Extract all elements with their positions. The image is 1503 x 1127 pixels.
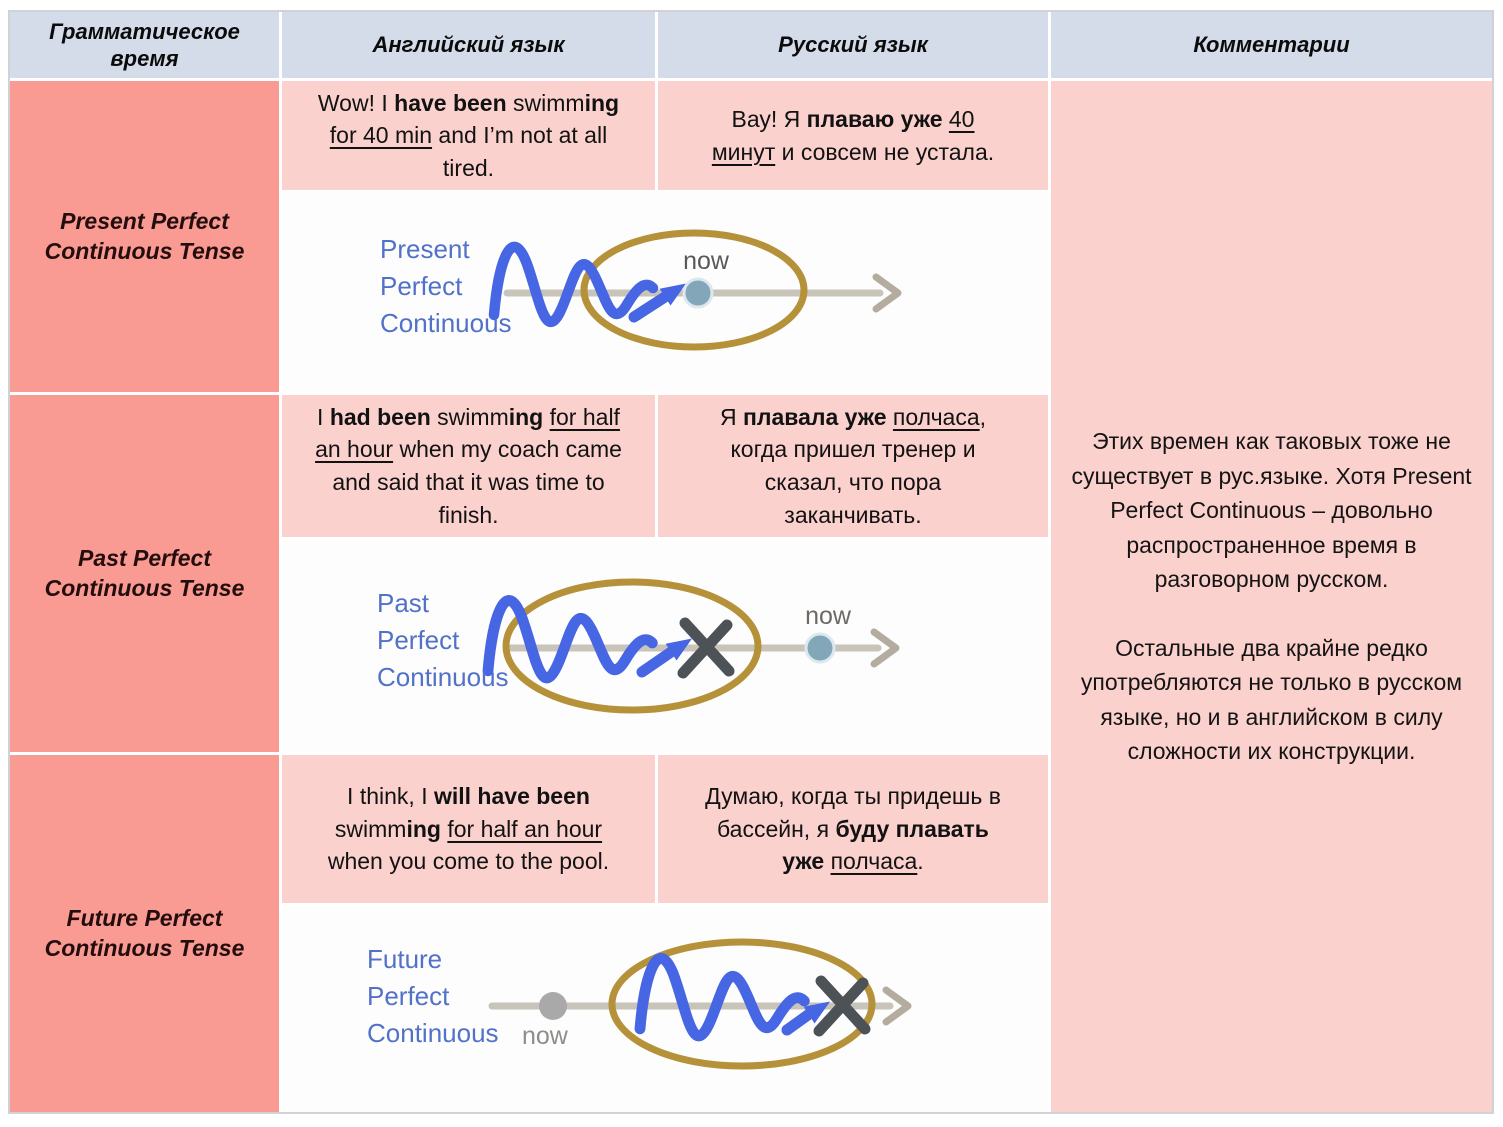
russian-example-future: Думаю, когда ты придешь в бассейн, я буд… (658, 755, 1048, 903)
arrow-head-icon (659, 283, 687, 306)
diagram-label-line: Perfect (377, 625, 460, 655)
diagram-label-line: Present (380, 234, 470, 264)
comments-paragraph: Остальные два крайне редко употребляются… (1080, 634, 1463, 765)
arrow-shaft (628, 289, 674, 323)
diagram-label-line: Past (377, 588, 430, 618)
row-present-perfect-continuous: Wow! I have been swimming for 40 min and… (282, 81, 1048, 392)
header-russian: Русский язык (658, 12, 1048, 78)
header-label: Английский язык (372, 32, 565, 58)
wavy-duration-icon (634, 953, 810, 1042)
tense-label-present-perfect-continuous: Present Perfect Continuous Tense (10, 81, 279, 392)
diagram-label-line: Perfect (367, 981, 450, 1011)
arrow-head-icon (665, 638, 693, 661)
now-dot (539, 992, 567, 1020)
arrow-shaft (636, 644, 680, 678)
diagram-label-line: Continuous (367, 1018, 499, 1048)
highlight-ellipse (502, 578, 762, 714)
tense-label-past-perfect-continuous: Past Perfect Continuous Tense (10, 395, 279, 752)
future-perfect-continuous-timeline-icon: now Future Perfect Continuous (367, 938, 912, 1070)
diagram-label-line: Continuous (380, 308, 512, 338)
timeline-arrowhead-icon (870, 628, 900, 668)
diagram-label-line: Perfect (380, 271, 463, 301)
highlight-ellipse (580, 229, 808, 351)
arrow-head-icon (803, 1001, 831, 1024)
present-perfect-continuous-timeline-icon: now Present Perfect Continuous (380, 229, 902, 351)
row-future-perfect-continuous: I think, I will have been swimming for h… (282, 755, 1048, 1112)
russian-example-past: Я плавала уже полчаса, когда пришел трен… (658, 395, 1048, 537)
timeline-diagram-future: now Future Perfect Continuous (282, 906, 1048, 1112)
english-example-past: I had been swimming for half an hour whe… (282, 395, 655, 537)
header-label: Грамматическое время (49, 18, 240, 72)
x-mark-icon (813, 975, 871, 1037)
arrow-shaft (781, 1006, 818, 1036)
now-dot (804, 632, 836, 664)
english-example-present: Wow! I have been swimming for 40 min and… (282, 81, 655, 190)
diagram-label-line: Future (367, 944, 442, 974)
timeline-diagram-past: now Past Perfect Continuous (282, 540, 1048, 752)
tense-label-text: Present Perfect Continuous Tense (44, 207, 245, 264)
now-dot (682, 277, 714, 309)
timeline-arrowhead-icon (872, 273, 902, 313)
row-past-perfect-continuous: I had been swimming for half an hour whe… (282, 395, 1048, 752)
now-label: now (805, 602, 852, 630)
now-label: now (683, 247, 730, 275)
grammar-comparison-table: Грамматическое время Английский язык Рус… (8, 10, 1494, 1114)
header-label: Русский язык (778, 32, 928, 58)
tense-label-future-perfect-continuous: Future Perfect Continuous Tense (10, 755, 279, 1112)
comments-paragraph: Этих времен как таковых тоже не существу… (1071, 428, 1472, 593)
wavy-duration-icon (482, 595, 658, 684)
timeline-diagram-present: now Present Perfect Continuous (282, 193, 1048, 392)
diagram-label-line: Continuous (377, 662, 509, 692)
wavy-duration-icon (488, 241, 659, 327)
x-mark-icon (677, 617, 735, 679)
tense-label-text: Past Perfect Continuous Tense (44, 544, 245, 601)
english-example-future: I think, I will have been swimming for h… (282, 755, 655, 903)
past-perfect-continuous-timeline-icon: now Past Perfect Continuous (377, 578, 900, 714)
comments-cell: Этих времен как таковых тоже не существу… (1051, 81, 1492, 1112)
timeline-arrowhead-icon (882, 986, 912, 1026)
header-label: Комментарии (1193, 32, 1350, 58)
tense-label-text: Future Perfect Continuous Tense (44, 904, 245, 961)
now-label: now (522, 1022, 569, 1050)
highlight-ellipse (608, 938, 876, 1070)
header-comments: Комментарии (1051, 12, 1492, 78)
russian-example-present: Вау! Я плаваю уже 40 минут и совсем не у… (658, 81, 1048, 190)
header-english: Английский язык (282, 12, 655, 78)
header-grammatical-tense: Грамматическое время (10, 12, 279, 78)
